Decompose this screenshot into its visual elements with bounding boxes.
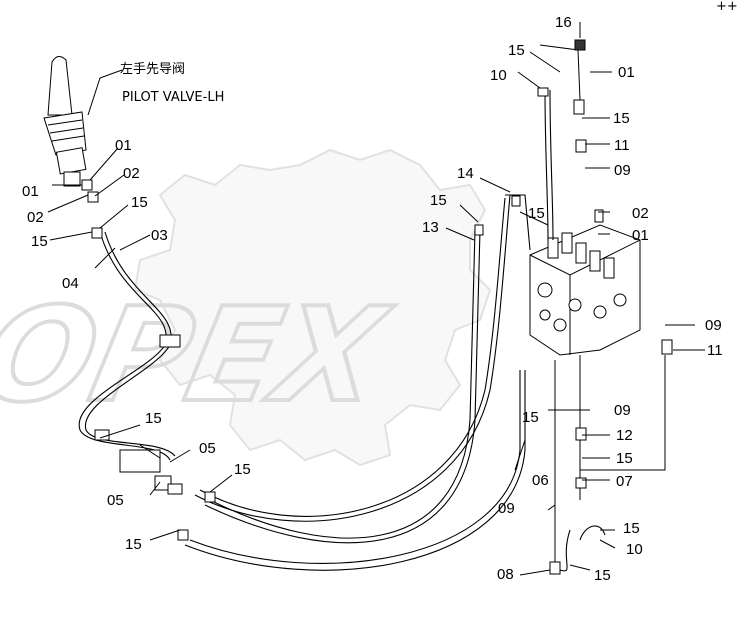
callout-02-l2: 02 (27, 209, 44, 226)
callout-02-r: 02 (632, 205, 649, 222)
corner-mark: ++ (716, 0, 738, 14)
callout-15-l: 15 (131, 194, 148, 211)
callout-10-top: 10 (490, 67, 507, 84)
callout-07: 07 (616, 473, 633, 490)
main-control-valve (529, 209, 641, 356)
callout-06: 06 (532, 472, 549, 489)
callout-15-r2: 15 (522, 409, 539, 426)
callout-15-l2: 15 (31, 233, 48, 250)
valve-caption-english: PILOT VALVE-LH (122, 90, 224, 105)
callout-09-b: 09 (498, 500, 515, 517)
callout-08: 08 (497, 566, 514, 583)
callout-12: 12 (616, 427, 633, 444)
callout-15-r3: 15 (616, 450, 633, 467)
callout-03: 03 (151, 227, 168, 244)
callout-02-l: 02 (123, 165, 140, 182)
callout-labels: 16 15 01 10 15 11 09 14 15 15 13 02 01 0… (22, 14, 723, 584)
callout-15-b2: 15 (234, 461, 251, 478)
callout-09-r2: 09 (705, 317, 722, 334)
callout-01-top: 01 (618, 64, 635, 81)
callout-05-a: 05 (199, 440, 216, 457)
callout-09-r1: 09 (614, 162, 631, 179)
callout-04: 04 (62, 275, 79, 292)
watermark-gear: OPEX (0, 148, 492, 467)
callout-15-mid: 15 (430, 192, 447, 209)
callout-15-br: 15 (623, 520, 640, 537)
callout-15-b1: 15 (145, 410, 162, 427)
hose-lines (78, 44, 666, 572)
leader-lines (47, 22, 705, 576)
callout-15-top: 15 (508, 42, 525, 59)
callout-13: 13 (422, 219, 439, 236)
callout-10-br: 10 (626, 541, 643, 558)
pilot-valve-lh (43, 56, 87, 187)
callout-01-l2: 01 (22, 183, 39, 200)
callout-15-mid2: 15 (528, 205, 545, 222)
callout-01-r: 01 (632, 227, 649, 244)
callout-05-b: 05 (107, 492, 124, 509)
callout-11-r1: 11 (614, 137, 630, 154)
callout-09-r3: 09 (614, 402, 631, 419)
callout-14: 14 (457, 165, 474, 182)
callout-01-l: 01 (115, 137, 132, 154)
callout-15-b3: 15 (125, 536, 142, 553)
valve-caption-chinese: 左手先导阀 (120, 62, 185, 77)
callout-11-r2: 11 (707, 342, 723, 359)
callout-15-r1: 15 (613, 110, 630, 127)
watermark-text: OPEX (0, 280, 401, 431)
fittings (81, 39, 673, 575)
callout-16: 16 (555, 14, 572, 31)
callout-15-br2: 15 (594, 567, 611, 584)
